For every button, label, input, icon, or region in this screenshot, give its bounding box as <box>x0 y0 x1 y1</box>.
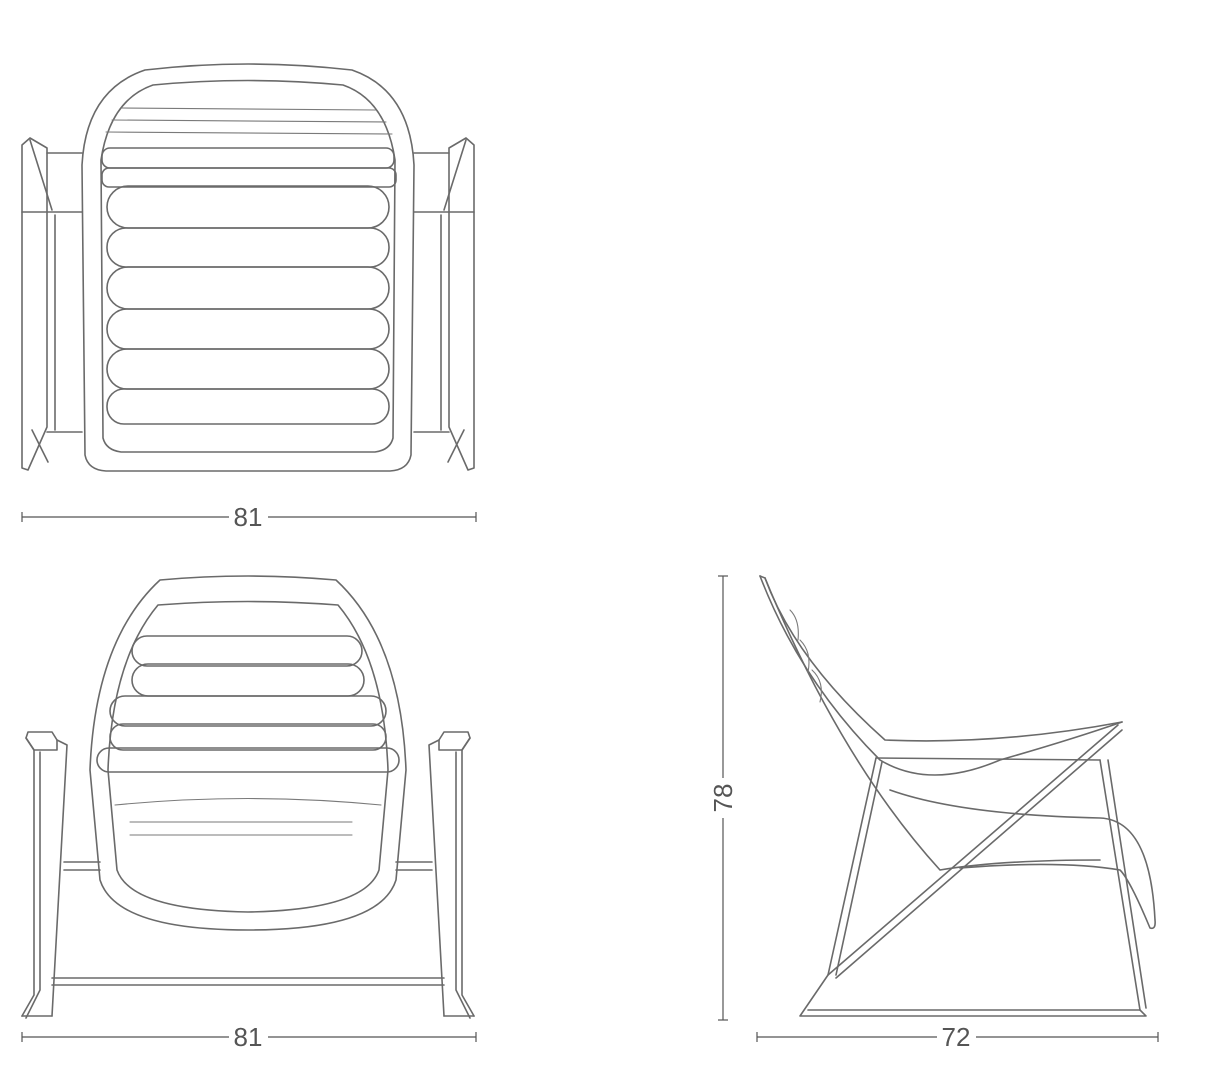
dimension-side-height: 78 <box>708 575 738 1021</box>
chair-top-view <box>21 63 475 472</box>
chair-side-view <box>759 575 1156 1017</box>
dimension-side-depth: 72 <box>756 1022 1159 1052</box>
dimension-label-front-width: 81 <box>234 1022 263 1052</box>
dimension-label-side-height: 78 <box>708 784 738 813</box>
dimension-front-width: 81 <box>21 1022 477 1052</box>
chair-front-view <box>21 575 475 1019</box>
dimension-top-width: 81 <box>21 502 477 532</box>
dimension-label-top-width: 81 <box>234 502 263 532</box>
dimension-label-side-depth: 72 <box>942 1022 971 1052</box>
